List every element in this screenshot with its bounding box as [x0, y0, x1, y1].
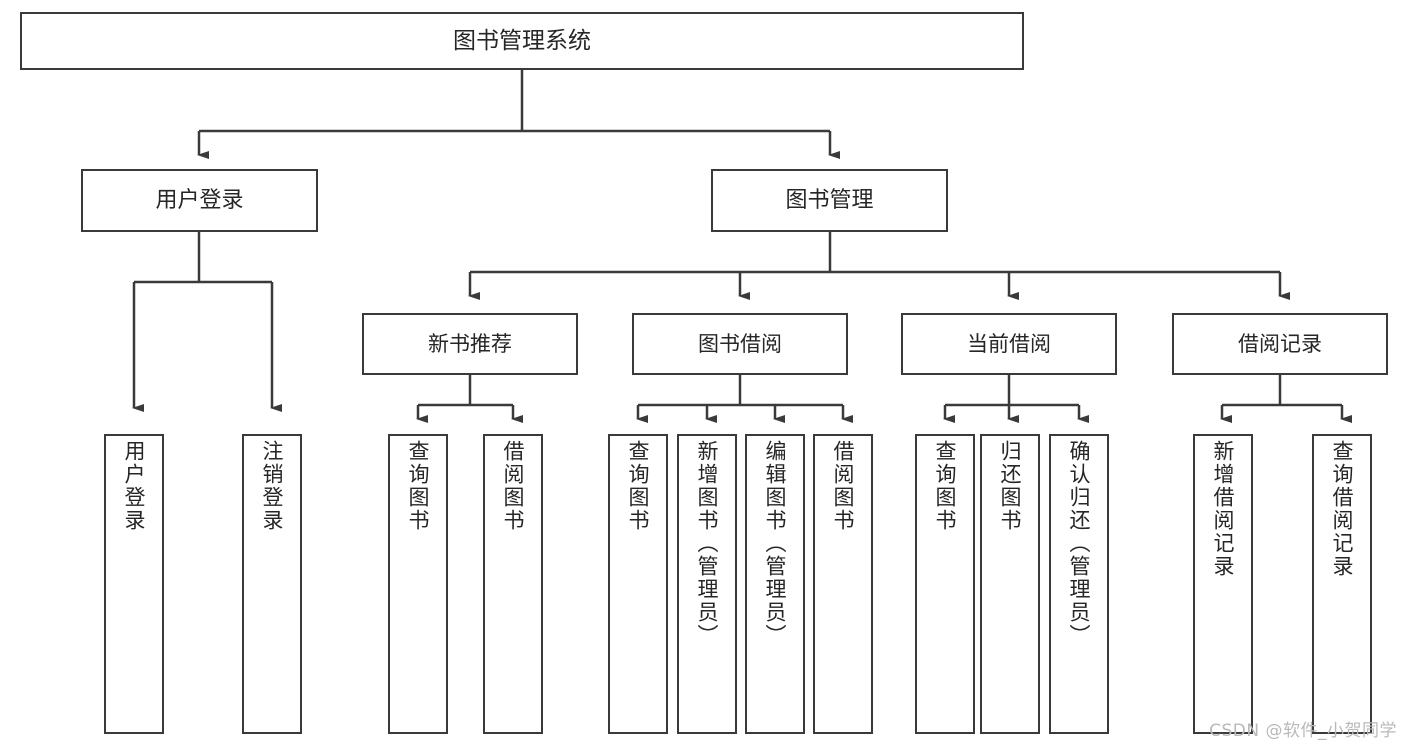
- node-new-book-rec-label: 新书推荐: [428, 331, 512, 356]
- node-user-login[interactable]: 用户登录: [81, 169, 318, 232]
- leaf-borrow-book-1[interactable]: 借阅图书: [483, 434, 543, 734]
- node-book-borrow-label: 图书借阅: [698, 331, 782, 356]
- leaf-user-login[interactable]: 用户登录: [104, 434, 164, 734]
- leaf-return-book-label: 归还图书: [998, 440, 1023, 532]
- node-user-login-label: 用户登录: [155, 187, 244, 213]
- leaf-query-book-2[interactable]: 查询图书: [608, 434, 668, 734]
- leaf-query-book-2-label: 查询图书: [626, 440, 651, 532]
- leaf-confirm-return-label: 确认归还（管理员）: [1067, 440, 1092, 647]
- node-root[interactable]: 图书管理系统: [20, 12, 1024, 70]
- node-current-borrow[interactable]: 当前借阅: [901, 313, 1117, 375]
- leaf-user-logout[interactable]: 注销登录: [242, 434, 302, 734]
- node-book-manage[interactable]: 图书管理: [711, 169, 948, 232]
- leaf-add-record[interactable]: 新增借阅记录: [1193, 434, 1253, 734]
- leaf-confirm-return[interactable]: 确认归还（管理员）: [1049, 434, 1109, 734]
- leaf-borrow-book-2-label: 借阅图书: [831, 440, 856, 532]
- leaf-query-record-label: 查询借阅记录: [1330, 440, 1355, 578]
- watermark-text: CSDN @软件_小贺同学: [1209, 721, 1397, 741]
- leaf-query-book-3[interactable]: 查询图书: [915, 434, 975, 734]
- node-book-borrow[interactable]: 图书借阅: [632, 313, 848, 375]
- leaf-query-book-3-label: 查询图书: [933, 440, 958, 532]
- node-new-book-rec[interactable]: 新书推荐: [362, 313, 578, 375]
- leaf-borrow-book-1-label: 借阅图书: [501, 440, 526, 532]
- leaf-borrow-book-2[interactable]: 借阅图书: [813, 434, 873, 734]
- leaf-add-record-label: 新增借阅记录: [1211, 440, 1236, 578]
- leaf-edit-book[interactable]: 编辑图书（管理员）: [745, 434, 805, 734]
- leaf-edit-book-label: 编辑图书（管理员）: [763, 440, 788, 647]
- leaf-query-record[interactable]: 查询借阅记录: [1312, 434, 1372, 734]
- node-root-label: 图书管理系统: [453, 27, 591, 54]
- leaf-user-logout-label: 注销登录: [260, 440, 285, 532]
- leaf-add-book[interactable]: 新增图书（管理员）: [677, 434, 737, 734]
- node-current-borrow-label: 当前借阅: [967, 331, 1051, 356]
- leaf-query-book-1[interactable]: 查询图书: [388, 434, 448, 734]
- node-book-manage-label: 图书管理: [785, 187, 874, 213]
- leaf-query-book-1-label: 查询图书: [406, 440, 431, 532]
- leaf-return-book[interactable]: 归还图书: [980, 434, 1040, 734]
- node-borrow-record[interactable]: 借阅记录: [1172, 313, 1388, 375]
- leaf-add-book-label: 新增图书（管理员）: [695, 440, 720, 647]
- node-borrow-record-label: 借阅记录: [1238, 331, 1322, 356]
- leaf-user-login-label: 用户登录: [122, 440, 147, 532]
